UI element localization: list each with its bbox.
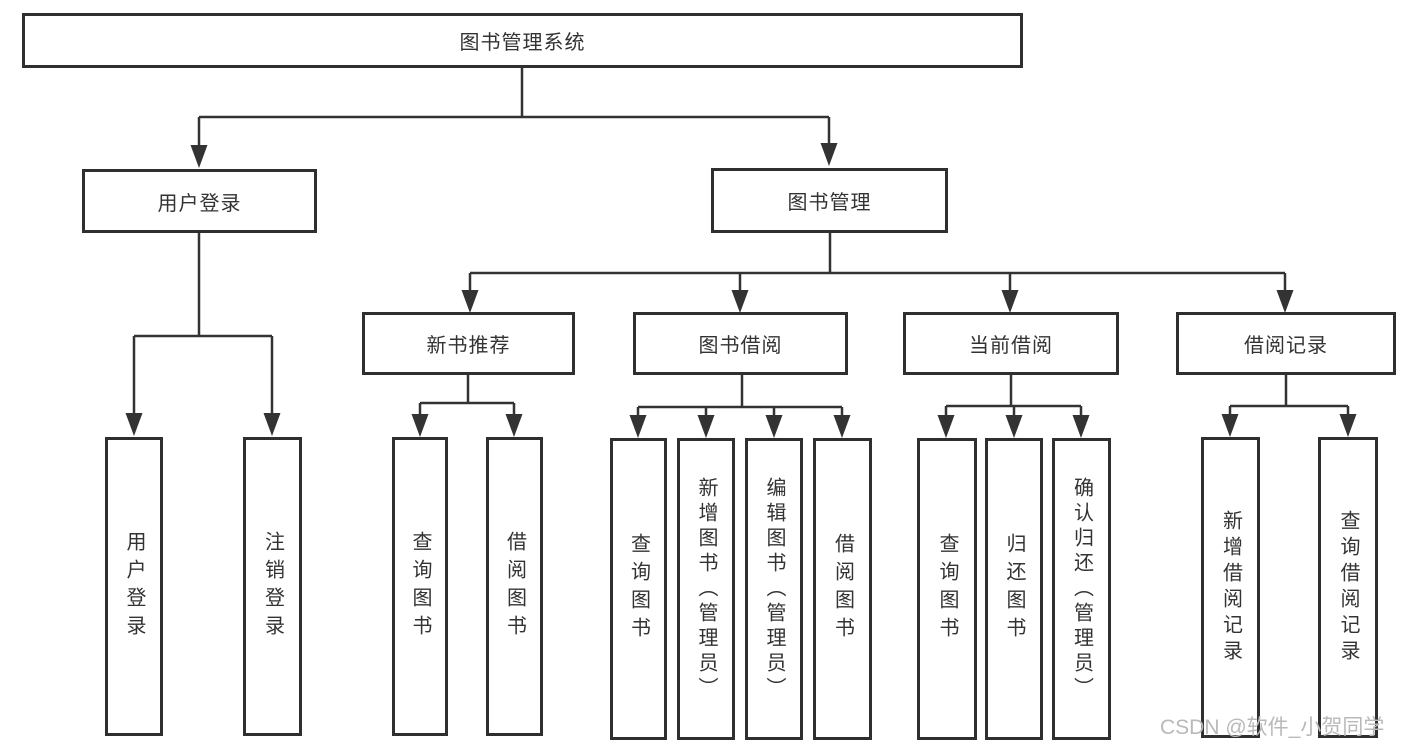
node-borrowing-records: 借阅记录 bbox=[1176, 312, 1396, 375]
node-user-login: 用户登录 bbox=[82, 169, 317, 233]
node-borrow-books-recommend: 借阅图书 bbox=[486, 437, 543, 736]
node-edit-books-admin: 编辑图书（管理员） bbox=[745, 438, 803, 740]
node-book-borrowing: 图书借阅 bbox=[633, 312, 848, 375]
watermark: CSDN @软件_小贺同学 bbox=[1160, 716, 1385, 739]
node-borrow-books-action: 借阅图书 bbox=[813, 438, 872, 740]
node-query-borrow-record: 查询借阅记录 bbox=[1318, 437, 1378, 738]
node-user-login-action: 用户登录 bbox=[105, 437, 163, 736]
node-book-management: 图书管理 bbox=[711, 168, 948, 233]
node-add-books-admin: 新增图书（管理员） bbox=[677, 438, 735, 740]
node-query-books-recommend: 查询图书 bbox=[392, 437, 448, 736]
node-new-book-recommendation: 新书推荐 bbox=[362, 312, 575, 375]
node-current-borrowing: 当前借阅 bbox=[903, 312, 1119, 375]
node-return-books: 归还图书 bbox=[985, 438, 1043, 740]
node-logout-action: 注销登录 bbox=[243, 437, 302, 736]
node-confirm-return-admin: 确认归还（管理员） bbox=[1052, 438, 1111, 740]
node-library-management-system: 图书管理系统 bbox=[22, 13, 1023, 68]
node-add-borrow-record: 新增借阅记录 bbox=[1201, 437, 1260, 738]
node-query-books-current: 查询图书 bbox=[917, 438, 977, 740]
node-query-books-borrow: 查询图书 bbox=[610, 438, 667, 740]
